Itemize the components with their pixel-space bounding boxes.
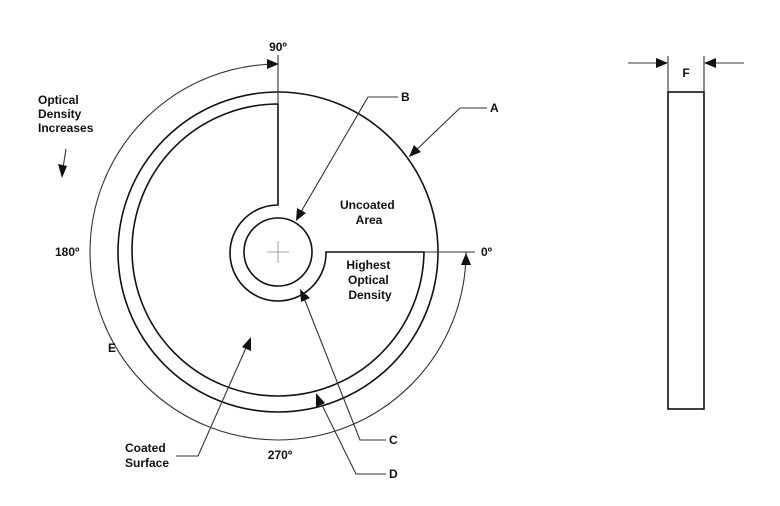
label-270-deg: 270º <box>268 448 293 462</box>
inner-ring <box>243 217 313 287</box>
note-coated-line-1: Coated <box>125 441 166 455</box>
note-highest-optical-density: Highest Optical Density <box>346 258 393 302</box>
side-dim-arrow-right <box>704 58 716 68</box>
note-uncoated-area: Uncoated Area <box>340 198 398 227</box>
leader-a <box>411 107 487 155</box>
note-highest-line-1: Highest <box>346 258 390 272</box>
note-highest-line-3: Density <box>348 288 392 302</box>
note-coated-surface: Coated Surface <box>125 441 169 470</box>
note-optical-line-3: Increases <box>38 121 94 135</box>
direction-arrow-head <box>58 164 67 178</box>
label-b: B <box>401 90 410 104</box>
note-highest-line-2: Optical <box>348 273 389 287</box>
note-uncoated-line-2: Area <box>356 213 383 227</box>
leader-b-arrow <box>296 208 306 221</box>
leader-coated-surface <box>176 340 250 457</box>
note-optical-line-1: Optical <box>38 93 79 107</box>
leader-d-arrow <box>316 393 325 407</box>
leader-c-arrow <box>300 289 310 302</box>
note-uncoated-line-1: Uncoated <box>340 198 395 212</box>
leader-a-arrow <box>409 145 421 157</box>
label-180-deg: 180º <box>55 245 80 259</box>
note-optical-line-2: Density <box>38 107 82 121</box>
note-coated-line-2: Surface <box>125 456 169 470</box>
label-e: E <box>108 341 116 355</box>
leader-c <box>301 292 386 441</box>
label-d: D <box>389 467 398 481</box>
side-view-plate <box>667 91 705 410</box>
label-a: A <box>490 101 499 115</box>
leader-b <box>297 96 398 218</box>
direction-arrow-shaft <box>62 148 67 169</box>
rotation-arc <box>89 63 467 441</box>
label-c: C <box>389 433 398 447</box>
label-0-deg: 0º <box>481 245 493 259</box>
label-f: F <box>682 66 689 80</box>
leader-d <box>318 398 386 475</box>
coated-region-boundary <box>131 103 425 397</box>
leader-coated-arrow <box>242 337 251 351</box>
side-dim-arrow-left <box>656 58 668 68</box>
rotation-arrow-0 <box>461 253 471 265</box>
rotation-arrow-90 <box>267 59 279 69</box>
label-90-deg: 90º <box>269 40 287 54</box>
note-optical-density-increases: Optical Density Increases <box>38 93 94 135</box>
